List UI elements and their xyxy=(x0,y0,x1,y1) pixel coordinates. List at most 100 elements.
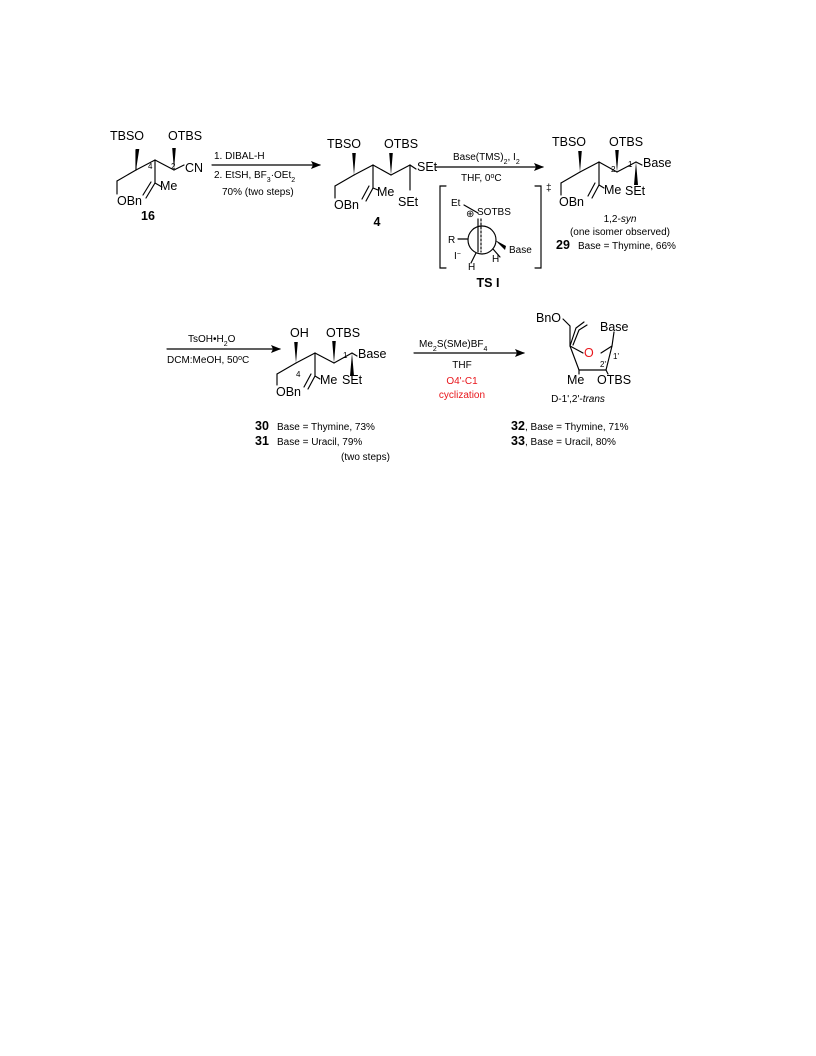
newman-circle xyxy=(467,225,497,255)
bond xyxy=(579,161,600,173)
ts-label: TS I xyxy=(477,276,500,290)
bond xyxy=(635,161,643,166)
bond xyxy=(600,345,613,354)
bond xyxy=(611,331,615,347)
r-group-label: R xyxy=(448,235,455,246)
compound-description-32: , Base = Thymine, 71% xyxy=(525,422,629,433)
bond xyxy=(470,252,477,264)
bond xyxy=(492,248,501,258)
bond xyxy=(562,318,571,347)
compound-number: 4 xyxy=(374,215,381,229)
compound-description-33: , Base = Uracil, 80% xyxy=(525,437,616,448)
bond xyxy=(569,345,584,354)
bond xyxy=(591,184,600,199)
hydroxyl-label: OH xyxy=(290,326,309,340)
carbon-1-label: 1 xyxy=(343,351,348,360)
me-label: Me xyxy=(604,183,621,197)
set-label: SEt xyxy=(342,373,363,387)
wedge-bond xyxy=(495,240,506,250)
bond xyxy=(351,352,358,357)
step-2-label: 2. EtSH, BF3·OEt2 xyxy=(214,170,295,184)
wedge-bond xyxy=(615,150,619,172)
obn-label: OBn xyxy=(117,194,142,208)
bond xyxy=(295,352,316,364)
set-label-2: SEt xyxy=(398,195,419,209)
bond xyxy=(560,171,581,184)
bond xyxy=(409,164,417,170)
otbs-label: OTBS xyxy=(609,135,643,149)
bond xyxy=(142,181,152,196)
compound-32-33: BnO O Base 1' 2' Me OTBS D-1',2'-trans 3… xyxy=(511,311,631,448)
tbso-label: TBSO xyxy=(110,129,144,143)
bond xyxy=(173,164,185,171)
reaction-arrow-1: 1. DIBAL-H 2. EtSH, BF3·OEt2 70% (two st… xyxy=(211,151,321,198)
plus-charge: ⊕ xyxy=(466,209,474,220)
tbso-label: TBSO xyxy=(327,137,361,151)
bond xyxy=(598,161,618,173)
conditions-label: THF, 0oC xyxy=(461,173,502,185)
solvent-label: THF xyxy=(452,360,471,371)
two-steps-note: (two steps) xyxy=(341,452,390,463)
reagent-label: TsOH•H2O xyxy=(188,334,236,348)
set-label: SEt xyxy=(625,184,646,198)
carbon-4-label: 4 xyxy=(296,370,301,379)
bno-label: BnO xyxy=(536,311,561,325)
bond xyxy=(307,375,316,390)
base-label: Base xyxy=(358,347,387,361)
otbs-label: OTBS xyxy=(326,326,360,340)
bond xyxy=(154,182,163,188)
right-bracket xyxy=(534,185,542,269)
compound-number-32: 32 xyxy=(511,419,525,433)
wedge-bond xyxy=(294,342,298,363)
bond xyxy=(303,373,312,388)
bond xyxy=(361,185,370,200)
compound-4: TBSO OTBS SEt Me SEt OBn 4 xyxy=(327,137,438,229)
carbon-2-label: 2 xyxy=(611,165,616,174)
conditions-label: DCM:MeOH, 50oC xyxy=(167,355,249,367)
compound-number-31: 31 xyxy=(255,434,269,448)
left-bracket xyxy=(439,185,447,269)
yield-label: 70% (two steps) xyxy=(222,187,294,198)
bond xyxy=(372,187,379,191)
bond xyxy=(598,184,605,189)
compound-description-30: Base = Thymine, 73% xyxy=(277,422,375,433)
cyclization-label-1: O4'-C1 xyxy=(446,376,478,387)
reaction-arrow-2: Base(TMS)2, I2 THF, 0oC xyxy=(435,152,544,185)
base-label: Base xyxy=(600,320,629,334)
set-label-1: SEt xyxy=(417,160,438,174)
reaction-arrow-4: Me2S(SMe)BF4 THF O4'-C1 cyclization xyxy=(413,339,525,401)
wedge-bond xyxy=(172,148,176,170)
wedge-bond xyxy=(350,353,354,376)
stereo-label: D-1',2'-trans xyxy=(551,394,605,405)
iodide-label: I− xyxy=(454,251,461,263)
bold-bond xyxy=(569,345,580,371)
bond xyxy=(616,161,637,173)
wedge-bond xyxy=(135,149,140,170)
base-label: Base xyxy=(509,245,532,256)
carbon-4-label: 4 xyxy=(148,162,153,171)
me-label: Me xyxy=(377,185,394,199)
compound-30-31: OH OTBS 4 1 Base Me OBn SEt 30 Base = Th… xyxy=(255,326,390,463)
bond xyxy=(145,182,156,199)
isomer-note: (one isomer observed) xyxy=(570,227,670,238)
obn-label: OBn xyxy=(276,385,301,399)
step-1-label: 1. DIBAL-H xyxy=(214,151,265,162)
carbon-1-label: 1 xyxy=(628,160,633,169)
me-label: Me xyxy=(320,373,337,387)
base-label: Base xyxy=(643,156,672,170)
wedge-bond xyxy=(389,153,393,175)
carbon-1p-label: 1' xyxy=(613,352,619,361)
compound-number: 16 xyxy=(141,209,155,223)
tbso-label: TBSO xyxy=(552,135,586,149)
bond xyxy=(116,169,137,182)
reaction-arrow-3: TsOH•H2O DCM:MeOH, 50oC xyxy=(166,334,281,367)
compound-number-33: 33 xyxy=(511,434,525,448)
cyclization-label-2: cyclization xyxy=(439,390,485,401)
me-label: Me xyxy=(567,373,584,387)
hydrogen-label-1: H xyxy=(468,262,475,273)
carbon-2-label: 2 xyxy=(171,162,176,171)
obn-label: OBn xyxy=(334,198,359,212)
bond xyxy=(572,324,588,346)
bond xyxy=(314,352,335,364)
